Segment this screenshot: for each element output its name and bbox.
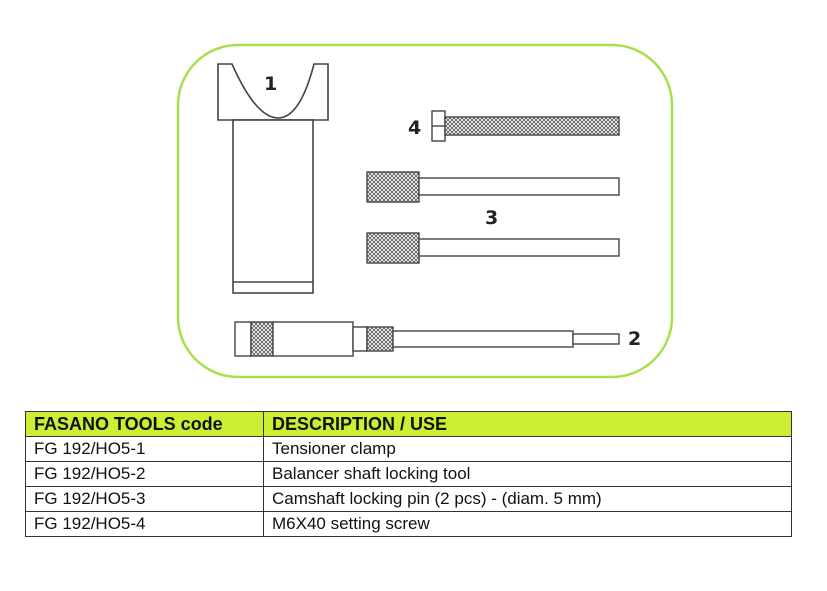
balancer-tool-number: 2 [628,328,641,350]
tool-code: FG 192/HO5-3 [25,486,264,512]
tool-code: FG 192/HO5-4 [25,511,264,537]
tool-frame [176,43,674,379]
tool-description: Tensioner clamp [263,436,792,462]
locking-pin-2-drawing [366,232,620,264]
pins-number: 3 [485,207,498,229]
locking-pin-1-drawing [366,171,620,203]
setting-screw-drawing [431,110,620,142]
tool-code: FG 192/HO5-1 [25,436,264,462]
table-row: FG 192/HO5-1 Tensioner clamp [25,436,792,462]
screw-number: 4 [408,117,421,139]
tool-description: Balancer shaft locking tool [263,461,792,487]
tensioner-clamp-drawing [217,63,329,294]
header-code: FASANO TOOLS code [25,411,264,437]
table-row: FG 192/HO5-2 Balancer shaft locking tool [25,461,792,487]
table-row: FG 192/HO5-3 Camshaft locking pin (2 pcs… [25,486,792,512]
tools-table: FASANO TOOLS code DESCRIPTION / USE FG 1… [25,411,792,537]
tools-illustration: 1 4 3 2 [176,43,674,379]
table-row: FG 192/HO5-4 M6X40 setting screw [25,511,792,537]
tool-code: FG 192/HO5-2 [25,461,264,487]
clamp-number: 1 [264,73,277,95]
balancer-tool-drawing [234,321,620,357]
tool-description: Camshaft locking pin (2 pcs) - (diam. 5 … [263,486,792,512]
tool-description: M6X40 setting screw [263,511,792,537]
header-description: DESCRIPTION / USE [263,411,792,437]
table-header-row: FASANO TOOLS code DESCRIPTION / USE [25,411,792,437]
